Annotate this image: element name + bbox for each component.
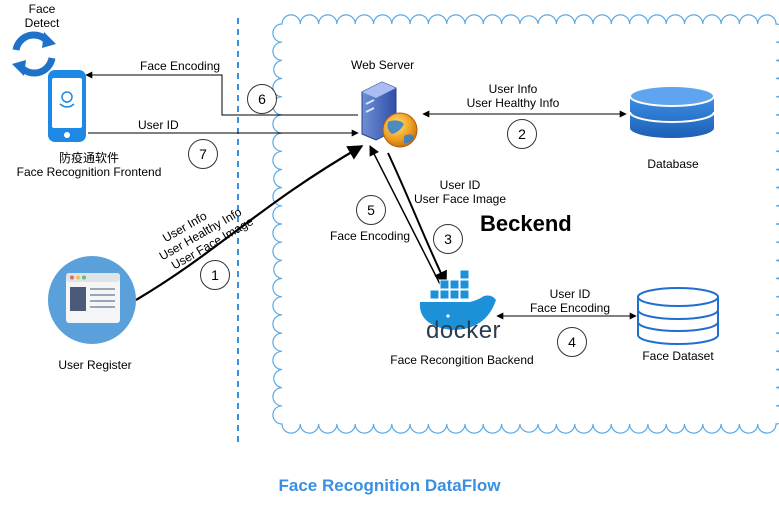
step-3-badge: 3 — [433, 224, 463, 254]
web-server-label: Web Server — [351, 58, 415, 72]
edge-3-label-line1: User ID — [439, 178, 481, 192]
frontend-label: 防疫通软件 Face Recognition Frontend — [0, 151, 178, 179]
database-icon — [629, 85, 715, 138]
docker-logo-text: docker — [426, 317, 502, 344]
edge-4-label-line1: User ID — [549, 287, 591, 301]
edge-4-label: User ID Face Encoding — [522, 287, 618, 315]
edge-3-label-line2: User Face Image — [413, 192, 507, 206]
edge-4-label-line2: Face Encoding — [529, 301, 611, 315]
face-detect-label-line1: Face — [28, 2, 56, 16]
edge-2-label: User Info User Healthy Info — [456, 82, 570, 110]
edge-2-label-line2: User Healthy Info — [466, 96, 560, 110]
smartphone-icon — [48, 70, 86, 142]
database-outline-icon — [637, 287, 719, 345]
face-detect-label: Face Detect — [18, 2, 66, 30]
edge-7-label: User ID — [138, 118, 179, 132]
edge-3-label: User ID User Face Image — [408, 178, 512, 206]
edge-5-label: Face Encoding — [330, 229, 411, 243]
step-6-badge: 6 — [247, 84, 277, 114]
server-globe-icon — [361, 81, 418, 148]
edge-6-arrow — [85, 71, 358, 116]
face-dataset-label: Face Dataset — [642, 349, 714, 363]
browser-window-icon — [48, 256, 136, 344]
step-5-badge: 5 — [356, 195, 386, 225]
frontend-label-line2: Face Recognition Frontend — [16, 165, 162, 179]
docker-backend-label: Face Recongition Backend — [390, 353, 534, 367]
refresh-icon — [12, 31, 56, 77]
step-1-badge: 1 — [200, 260, 230, 290]
diagram-title: Face Recognition DataFlow — [278, 476, 501, 495]
edge-2-label-line1: User Info — [488, 82, 538, 96]
docker-whale-icon — [419, 269, 496, 330]
database-label: Database — [647, 157, 699, 171]
edge-1-arrow — [135, 145, 364, 301]
backend-region-label: Beckend — [480, 211, 572, 236]
step-4-badge: 4 — [557, 327, 587, 357]
edge-3-arrow — [387, 152, 447, 286]
frontend-label-line1: 防疫通软件 — [58, 151, 119, 165]
step-7-badge: 7 — [188, 139, 218, 169]
edge-6-label: Face Encoding — [140, 59, 221, 73]
user-register-label: User Register — [58, 358, 132, 372]
face-detect-label-line2: Detect — [24, 16, 60, 30]
edge-5-arrow — [369, 145, 443, 289]
step-2-badge: 2 — [507, 119, 537, 149]
